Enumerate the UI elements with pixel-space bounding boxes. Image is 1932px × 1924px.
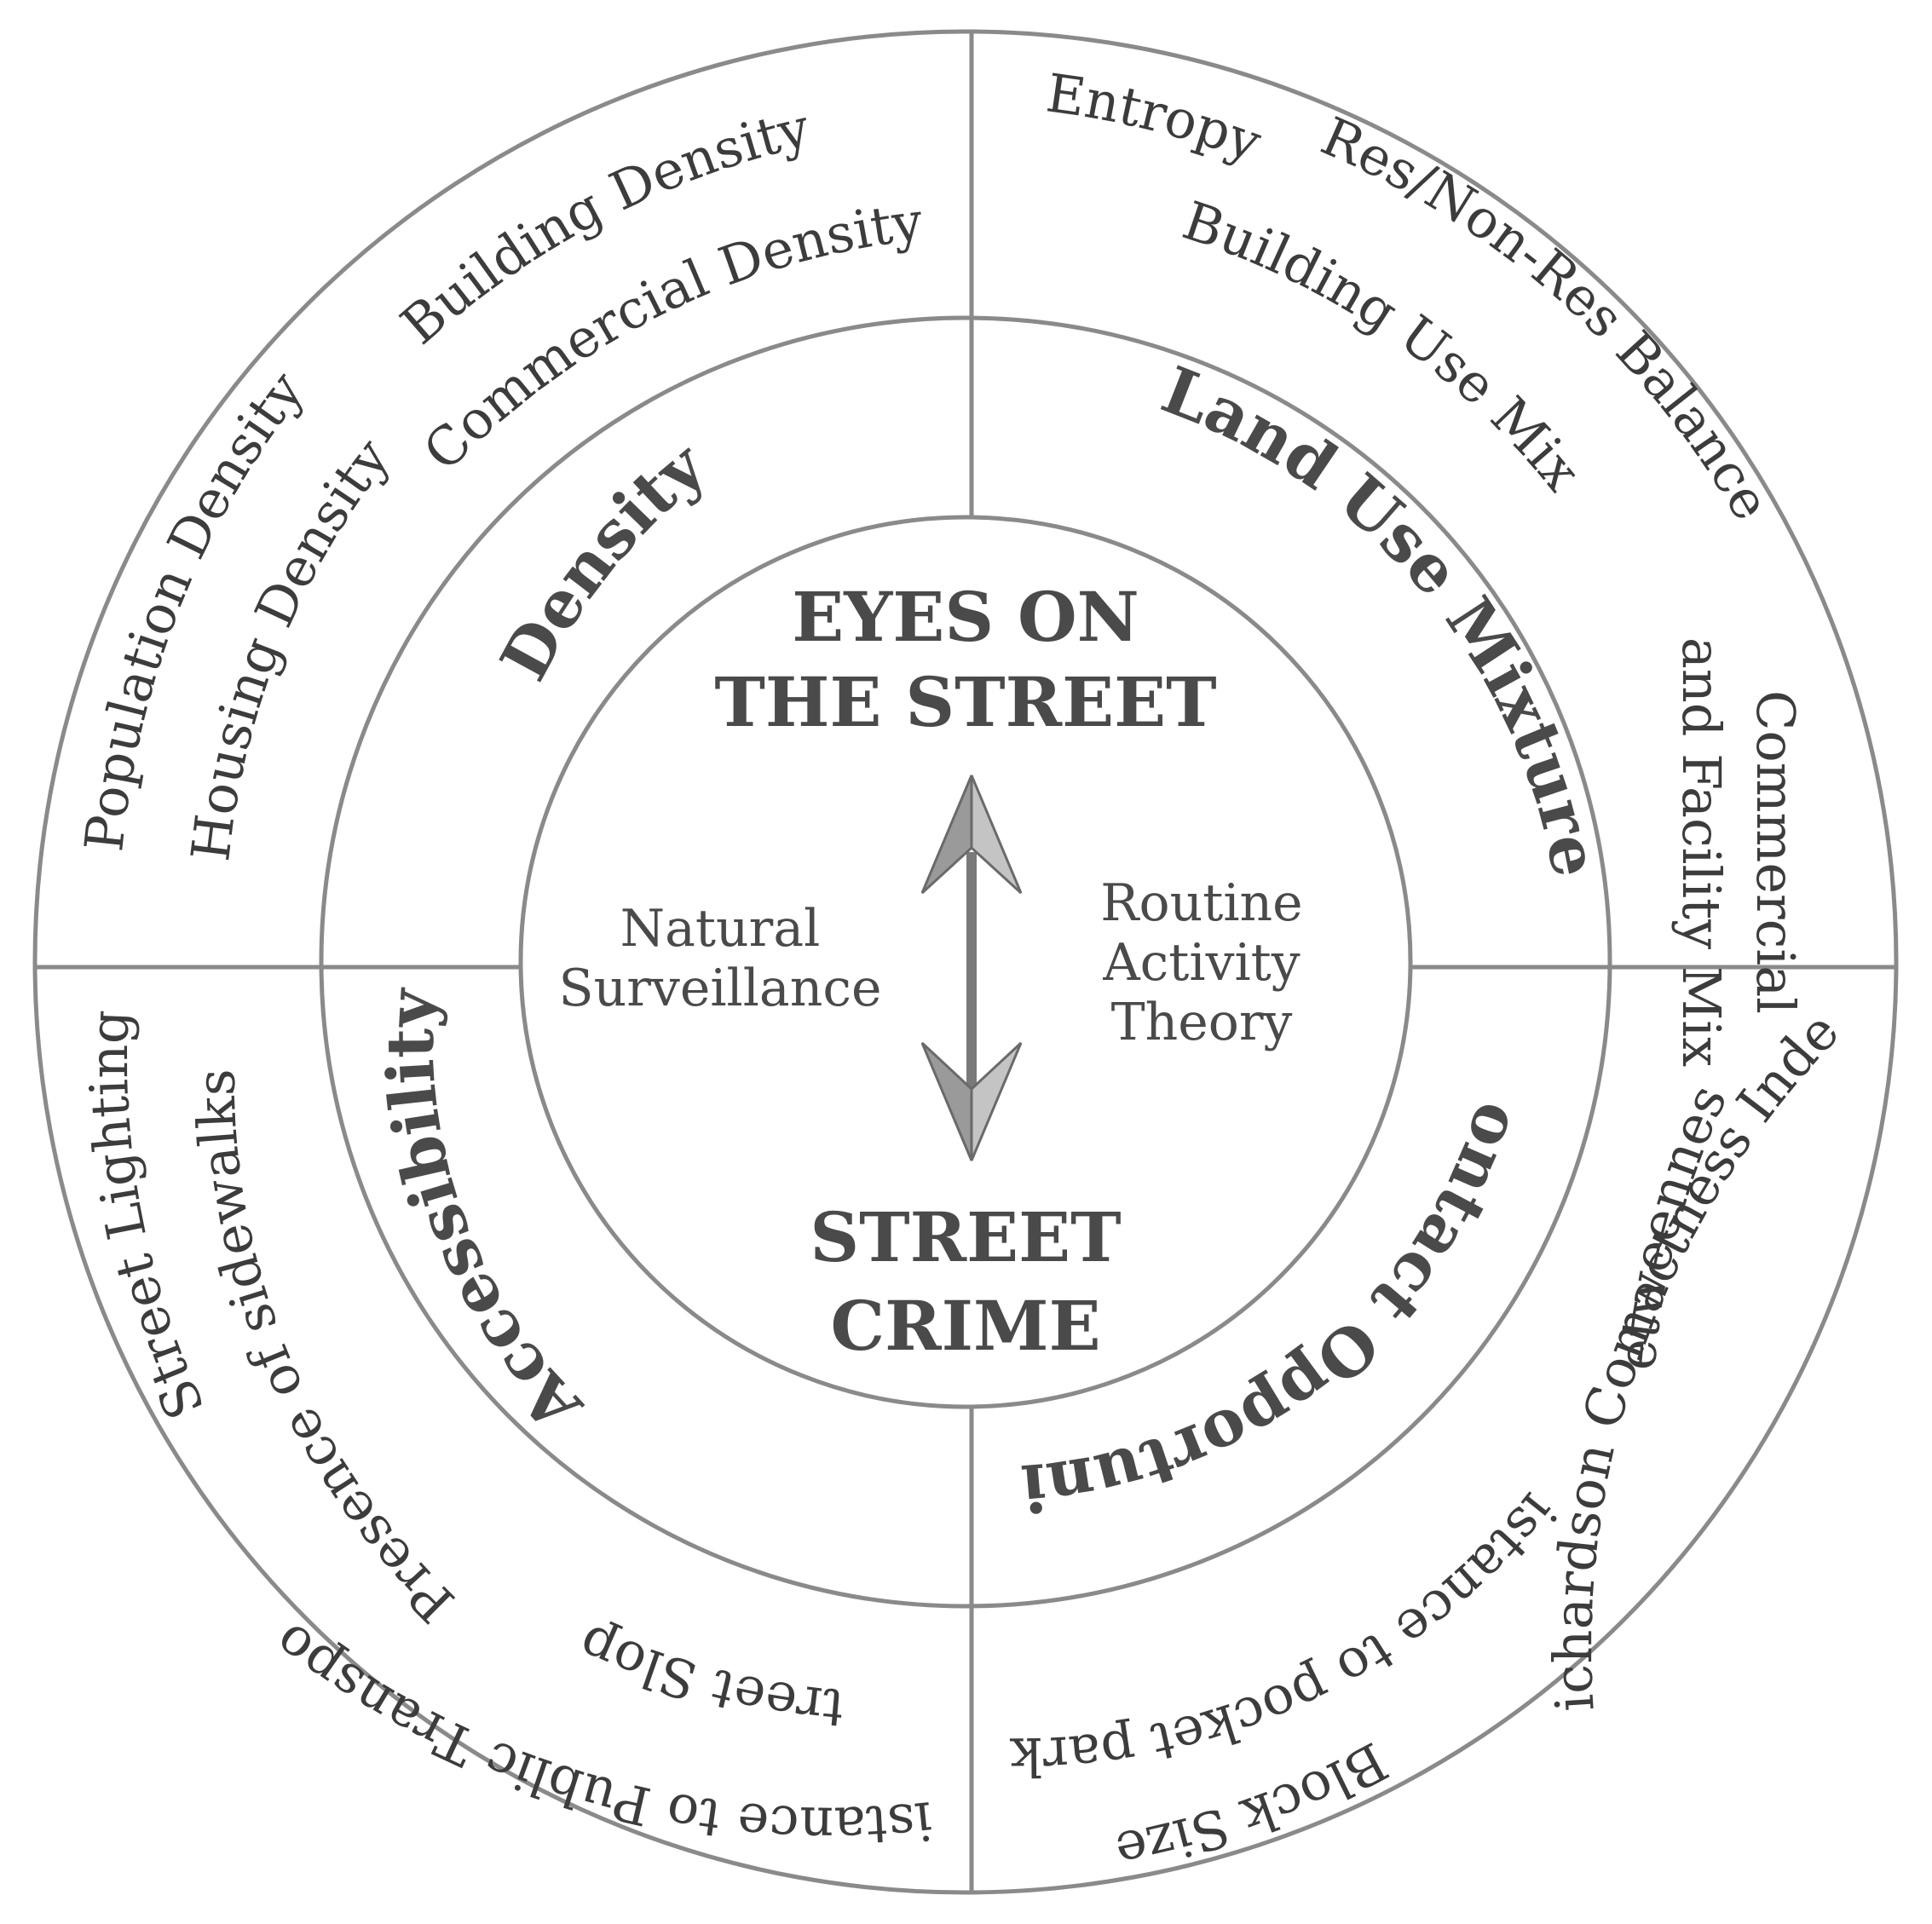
dimension-density: Density (486, 427, 720, 693)
routine-activity-line3: Theory (1111, 993, 1293, 1052)
routine-activity-line2: Activity (1102, 933, 1300, 993)
double-arrow-icon (920, 775, 1023, 1161)
dimension-accessibility: Accessibility (372, 986, 597, 1447)
natural-surveillance-line1: Natural (620, 899, 821, 959)
core-top-title-line1: EYES ON (792, 577, 1139, 657)
indicator-commercial-facility-line2: and Facility Mix (1670, 637, 1733, 1067)
core-top-title-line2: THE STREET (714, 662, 1216, 742)
core-bottom-title-line2: CRIME (830, 1286, 1100, 1366)
indicator-entropy: Entropy (1042, 61, 1269, 173)
middle-ring (319, 315, 1612, 1609)
indicator-commercial-facility-line1: Commercial (1745, 690, 1807, 1014)
core-bottom-title-line1: STREET (810, 1197, 1121, 1277)
outer-ring (32, 29, 1899, 1895)
inner-ring (518, 515, 1413, 1409)
routine-activity-line1: Routine (1100, 873, 1302, 933)
natural-surveillance-line2: Surveillance (559, 959, 882, 1018)
